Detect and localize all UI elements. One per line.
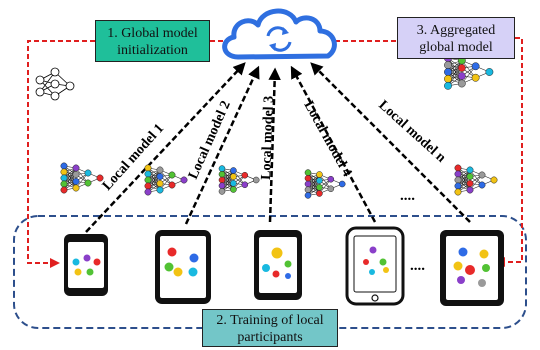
- aggregated-model-box: 3. Aggregated global model: [397, 17, 515, 59]
- upload-line-n: [310, 62, 471, 223]
- neural-network-icon: [454, 164, 498, 196]
- local-model-label: Local model 4: [301, 99, 355, 180]
- smartphone-icon: [345, 226, 405, 306]
- tablet-icon: [155, 230, 211, 304]
- neural-network-icon: [218, 165, 260, 195]
- cloud-sync-icon: [222, 8, 337, 60]
- training-line2: participants: [237, 330, 303, 345]
- local-model-label: Local model 3: [259, 96, 277, 180]
- upload-lines: [85, 62, 471, 233]
- neural-network-icon: [444, 54, 494, 90]
- local-training-box: 2. Training of local participants: [202, 309, 338, 347]
- smartphone-icon: [64, 234, 108, 296]
- global-init-line2: initialization: [117, 43, 188, 58]
- global-model-init-box: 1. Global model initialization: [95, 20, 210, 62]
- upload-line-1: [85, 62, 246, 233]
- global-init-line1: 1. Global model: [107, 26, 198, 41]
- neural-network-icon: [144, 164, 188, 196]
- neural-network-icon: [35, 67, 75, 101]
- aggregated-line1: 3. Aggregated: [416, 23, 496, 38]
- upload-line-3: [268, 67, 281, 223]
- aggregated-line2: global model: [419, 40, 493, 55]
- local-model-label: Local model n: [375, 98, 448, 166]
- training-line1: 2. Training of local: [216, 313, 324, 328]
- smartphone-icon: [254, 230, 302, 300]
- ellipsis: ....: [400, 188, 415, 204]
- aggregation-arrow: [335, 37, 523, 267]
- tablet-icon: [440, 230, 504, 306]
- neural-network-icon: [304, 169, 346, 199]
- ellipsis: ....: [410, 258, 425, 274]
- upload-line-4: [290, 65, 377, 223]
- upload-line-2: [184, 65, 260, 225]
- neural-network-icon: [60, 162, 104, 194]
